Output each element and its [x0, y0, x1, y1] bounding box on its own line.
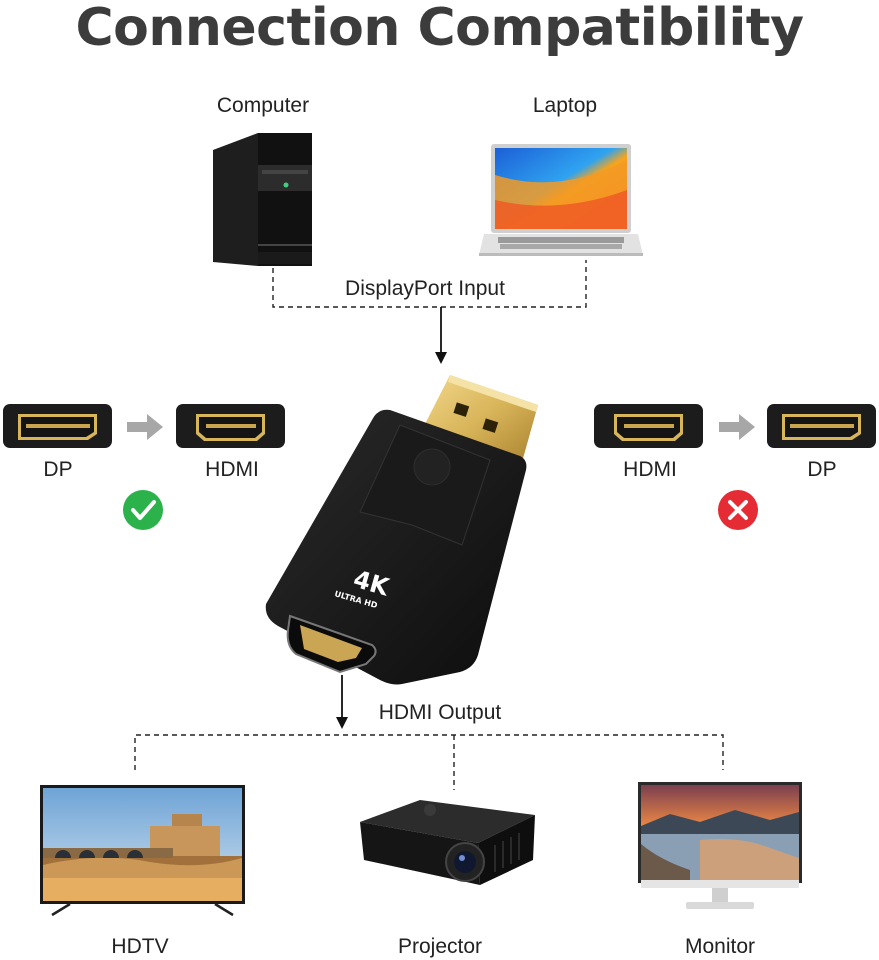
computer-label: Computer [216, 94, 310, 117]
projector-icon [360, 800, 535, 885]
output-connector-lines [134, 734, 724, 790]
check-icon [123, 490, 163, 530]
input-arrow-head [435, 352, 447, 364]
projector-label: Projector [397, 935, 483, 958]
hdtv-label: HDTV [111, 935, 169, 958]
hdtv-icon [40, 785, 245, 917]
monitor-label: Monitor [684, 935, 756, 958]
page-title: Connection Compatibility [75, 0, 804, 58]
computer-icon [213, 133, 312, 266]
laptop-label: Laptop [532, 94, 598, 117]
left-from-label: DP [43, 458, 73, 481]
cross-icon [718, 490, 758, 530]
hdmi-port-icon-right [594, 404, 703, 448]
laptop-icon [479, 144, 643, 256]
dp-port-icon-left [3, 404, 112, 448]
input-connector-lines [272, 260, 587, 308]
monitor-icon [638, 782, 802, 909]
hdmi-port-icon-left [176, 404, 285, 448]
output-arrow-head [336, 717, 348, 729]
displayport-input-label: DisplayPort Input [345, 277, 505, 300]
hdmi-output-label: HDMI Output [378, 701, 502, 724]
dp-port-icon-right [767, 404, 876, 448]
right-to-label: DP [807, 458, 837, 481]
adapter-icon [265, 375, 538, 685]
left-direction-arrow [127, 414, 163, 440]
right-direction-arrow [719, 414, 755, 440]
left-to-label: HDMI [205, 458, 259, 481]
right-from-label: HDMI [623, 458, 677, 481]
